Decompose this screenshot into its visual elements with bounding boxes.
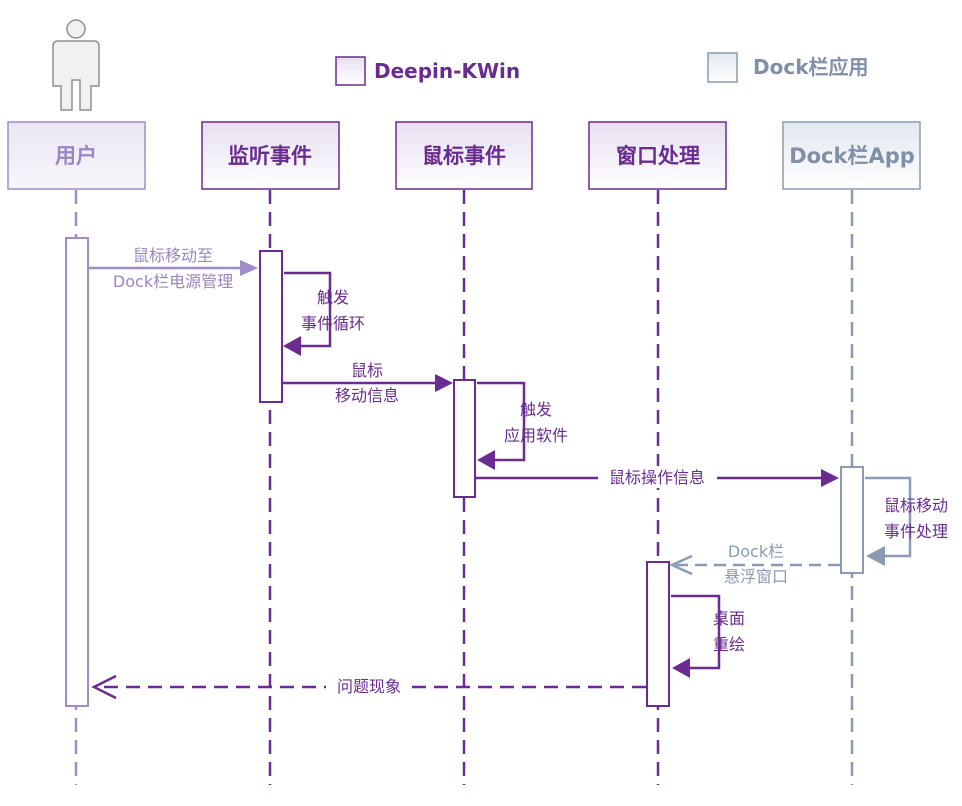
- legend-dock-label: Dock栏应用: [753, 55, 869, 79]
- message-dock-floating-window: Dock栏 悬浮窗口: [668, 542, 840, 586]
- message-dock-floating-window-line1: Dock栏: [728, 542, 784, 561]
- message-mouse-move-event-handling-line2: 事件处理: [884, 522, 948, 541]
- activation-listen: [259, 250, 283, 403]
- legend-dock-swatch: [707, 52, 738, 83]
- message-problem-phenomenon: 问题现象: [91, 674, 646, 700]
- message-mouse-move-to-dock-line1: 鼠标移动至: [133, 246, 213, 265]
- participant-window: 窗口处理: [588, 121, 727, 190]
- message-mouse-move-to-dock-line2: Dock栏电源管理: [113, 272, 233, 291]
- message-problem-phenomenon-label: 问题现象: [337, 677, 401, 696]
- participant-mouse: 鼠标事件: [395, 121, 533, 190]
- participant-user: 用户: [7, 121, 146, 190]
- legend-kwin-label: Deepin-KWin: [374, 59, 520, 83]
- legend: Deepin-KWin Dock栏应用: [335, 52, 869, 86]
- user-actor-icon: [52, 19, 100, 111]
- activation-user: [65, 237, 89, 707]
- legend-kwin-swatch: [335, 56, 366, 86]
- message-trigger-event-loop: 触发 事件循环: [283, 271, 365, 356]
- message-mouse-move-info-line2: 移动信息: [335, 386, 399, 405]
- message-mouse-move-event-handling-line1: 鼠标移动: [884, 496, 948, 515]
- message-desktop-redraw-line1: 桌面: [713, 609, 745, 628]
- message-mouse-move-info: 鼠标 移动信息: [282, 361, 453, 405]
- activation-window: [646, 561, 670, 707]
- message-trigger-app-line1: 触发: [520, 400, 552, 419]
- message-mouse-operation-info: 鼠标操作信息: [476, 466, 839, 488]
- participant-user-label: 用户: [55, 144, 97, 168]
- participant-listen: 监听事件: [201, 121, 340, 190]
- participant-dock: Dock栏App: [782, 121, 921, 190]
- message-desktop-redraw: 桌面 重绘: [671, 594, 745, 678]
- activation-mouse: [453, 379, 476, 498]
- message-dock-floating-window-line2: 悬浮窗口: [724, 567, 788, 586]
- message-trigger-event-loop-line1: 触发: [317, 288, 349, 307]
- activation-dock: [840, 466, 864, 574]
- participant-dock-label: Dock栏App: [789, 144, 915, 168]
- message-mouse-move-to-dock: 鼠标移动至 Dock栏电源管理: [88, 246, 258, 291]
- participant-listen-label: 监听事件: [228, 144, 312, 168]
- message-mouse-move-event-handling: 鼠标移动 事件处理: [865, 476, 948, 566]
- message-trigger-event-loop-line2: 事件循环: [301, 314, 365, 333]
- participant-mouse-label: 鼠标事件: [422, 144, 506, 168]
- message-trigger-app-line2: 应用软件: [504, 426, 568, 445]
- message-mouse-operation-info-label: 鼠标操作信息: [609, 468, 705, 487]
- message-trigger-app: 触发 应用软件: [477, 381, 568, 470]
- message-desktop-redraw-line2: 重绘: [713, 635, 745, 654]
- participant-window-label: 窗口处理: [616, 144, 700, 168]
- message-mouse-move-info-line1: 鼠标: [351, 361, 383, 380]
